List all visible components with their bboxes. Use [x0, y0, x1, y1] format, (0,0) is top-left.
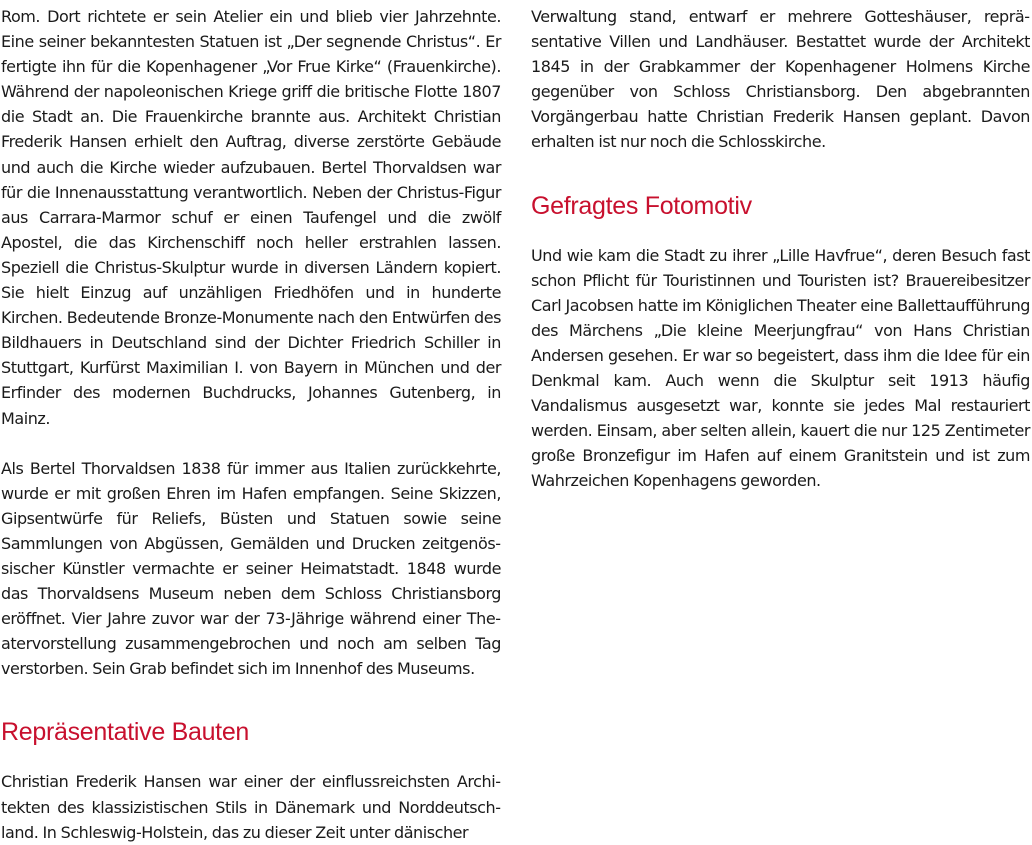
body-paragraph: Verwaltung stand, entwarf er mehrere Got…	[531, 7, 1030, 152]
right-column: Verwaltung stand, entwarf er mehrere Got…	[531, 4, 1030, 494]
body-paragraph: Und wie kam die Stadt zu ihrer „Lille Ha…	[531, 245, 1030, 491]
body-paragraph: Als Bertel Thorvaldsen 1838 für immer au…	[1, 458, 501, 679]
body-paragraph: Christian Frederik Hansen war einer der …	[1, 772, 501, 842]
body-paragraph: Rom. Dort richtete er sein Atelier ein u…	[1, 7, 501, 428]
left-column: Rom. Dort richtete er sein Atelier ein u…	[1, 4, 501, 845]
section-heading-photo-motif: Gefragtes Fotomotiv	[531, 191, 752, 220]
section-heading-representative-buildings: Repräsentative Bauten	[1, 718, 250, 747]
